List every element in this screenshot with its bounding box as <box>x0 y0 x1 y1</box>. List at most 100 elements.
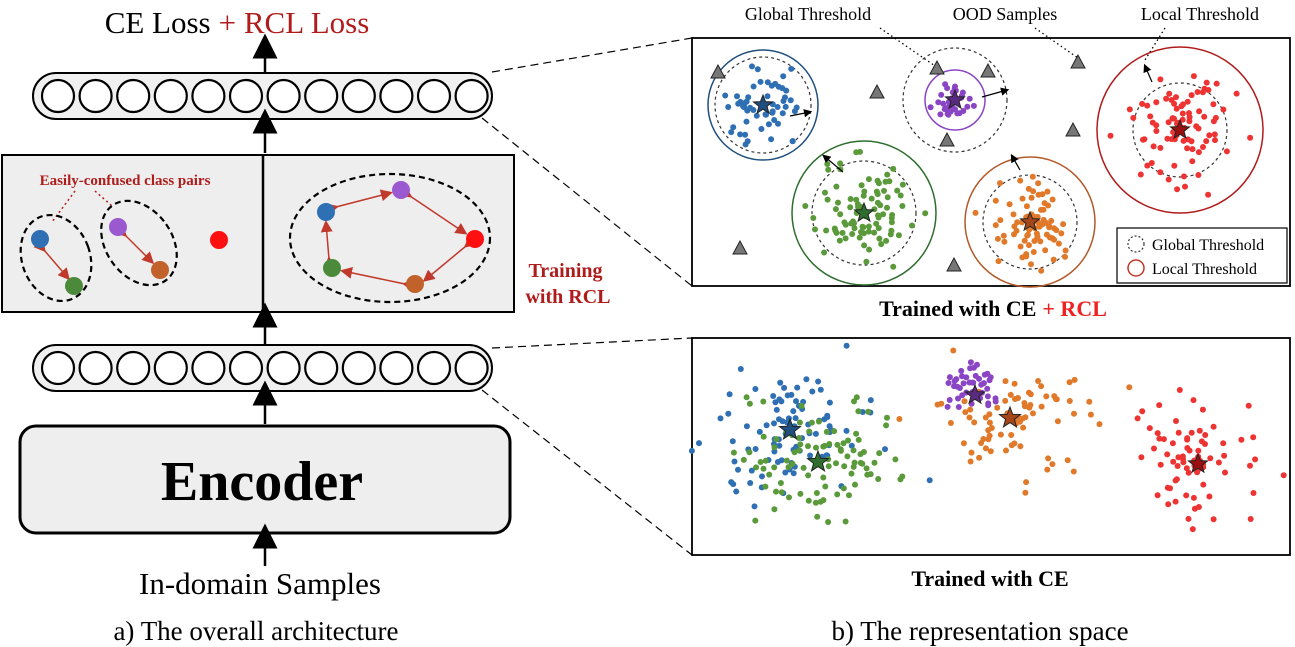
neuron <box>153 350 188 386</box>
sample-point <box>1019 195 1026 202</box>
sample-point <box>1252 456 1259 463</box>
sample-point <box>1200 481 1207 488</box>
sample-point <box>1184 145 1191 152</box>
sample-point <box>855 204 862 210</box>
sample-point <box>897 192 904 199</box>
sample-point <box>1179 116 1186 123</box>
sample-point <box>1171 162 1178 169</box>
sample-point <box>853 196 860 203</box>
sample-point <box>762 483 769 490</box>
sample-point <box>1169 440 1176 447</box>
sample-point <box>730 124 737 131</box>
sample-point <box>814 513 821 520</box>
sample-point <box>1154 430 1161 437</box>
sample-point <box>1041 200 1048 207</box>
neuron <box>266 78 301 114</box>
sample-point <box>1173 418 1179 424</box>
sample-point <box>1174 463 1181 469</box>
sample-point <box>1202 432 1209 438</box>
sample-point <box>853 149 860 156</box>
sample-point <box>1000 232 1007 239</box>
sample-point <box>1146 425 1153 432</box>
rcl-loss-label: + RCL Loss <box>219 5 370 40</box>
prototype-star-icon <box>1169 118 1191 140</box>
sample-point <box>1002 397 1009 404</box>
sample-point <box>823 227 830 234</box>
sample-point <box>865 176 872 183</box>
sample-point <box>909 222 915 229</box>
sample-point <box>783 457 790 464</box>
sample-point <box>966 95 973 102</box>
threshold-arrow <box>789 109 813 118</box>
sample-point <box>987 374 994 381</box>
sample-point <box>1134 415 1141 422</box>
rcl-clusters <box>707 46 1264 288</box>
sample-point <box>771 506 778 513</box>
sample-point <box>771 420 777 427</box>
sample-point <box>1086 398 1093 405</box>
neuron <box>304 350 339 386</box>
sample-point <box>832 206 839 213</box>
sample-point <box>986 419 993 426</box>
sample-point <box>1008 432 1015 438</box>
cycle-dot-red <box>466 230 484 248</box>
sample-point <box>1220 106 1227 113</box>
sample-point <box>1021 237 1028 244</box>
sample-point <box>1139 100 1146 107</box>
sample-point <box>1107 132 1114 139</box>
legend-global-label: Global Threshold <box>1152 237 1264 254</box>
sample-point <box>959 392 966 399</box>
prototype-star-icon <box>964 383 986 405</box>
local-threshold-circle <box>1096 46 1264 214</box>
sample-point <box>1044 466 1051 473</box>
sample-point <box>896 416 903 422</box>
sample-point <box>1066 379 1073 386</box>
sample-point <box>1141 136 1148 143</box>
sample-point <box>756 428 763 435</box>
sample-point <box>1165 119 1172 126</box>
sample-point <box>967 458 974 465</box>
rcl-panel-caption: Trained with CE+ RCL <box>879 296 1107 321</box>
sample-point <box>890 263 897 270</box>
sample-point <box>782 469 789 476</box>
sample-point <box>777 480 784 486</box>
sample-point <box>1247 462 1253 469</box>
cycle-ellipse <box>288 172 492 304</box>
sample-point <box>1201 113 1208 120</box>
sample-point <box>1044 188 1051 195</box>
sample-point <box>742 131 749 138</box>
sample-point <box>812 226 818 233</box>
sample-point <box>856 234 863 241</box>
sample-point <box>984 385 991 392</box>
sample-point <box>794 384 801 391</box>
sample-point <box>1167 485 1173 492</box>
sample-point <box>867 397 874 404</box>
sample-point <box>1174 186 1181 193</box>
sample-point <box>1160 436 1167 443</box>
sample-point <box>1126 384 1133 391</box>
sample-point <box>788 65 795 72</box>
sample-point <box>1171 100 1178 107</box>
sample-point <box>1027 391 1034 398</box>
sample-point <box>1222 469 1228 476</box>
sample-point <box>726 391 733 398</box>
sample-point <box>1071 376 1078 383</box>
sample-point <box>1199 406 1206 413</box>
sample-point <box>1175 454 1182 461</box>
sample-point <box>748 467 755 474</box>
sample-point <box>945 111 952 118</box>
neuron <box>78 78 113 114</box>
sample-point <box>884 204 890 211</box>
sample-point <box>1040 206 1047 213</box>
sample-point <box>787 97 794 104</box>
sample-point <box>884 171 891 178</box>
sample-point <box>813 490 820 496</box>
sample-point <box>876 235 883 242</box>
sample-point <box>859 460 866 467</box>
sample-point <box>974 361 980 368</box>
sample-point <box>1185 136 1191 143</box>
sample-point <box>982 414 989 421</box>
sample-point <box>968 449 975 456</box>
sample-point <box>778 398 785 405</box>
